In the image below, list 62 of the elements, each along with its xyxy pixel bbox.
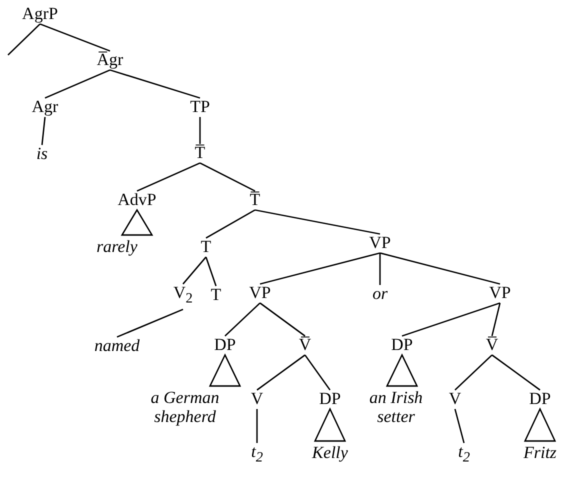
word-label: t$_{2}$ [251, 442, 263, 468]
branch-line [136, 162, 200, 192]
triangle-roof [208, 353, 242, 387]
branch-line [260, 252, 380, 285]
category-label: V̅ [298, 335, 312, 354]
word-label: Fritz [523, 443, 557, 462]
word-label: rarely [96, 237, 138, 256]
branch-line [199, 117, 201, 144]
word-label: t$_{2}$ [458, 442, 470, 468]
category-label: TP [190, 97, 210, 116]
branch-line [224, 302, 260, 336]
category-label: T [200, 237, 212, 256]
branch-line [256, 354, 306, 391]
branch-line [200, 162, 256, 192]
triangle-roof [120, 208, 154, 236]
word-label: named [94, 336, 140, 355]
category-label: VP [249, 283, 271, 302]
branch-line [454, 408, 465, 444]
branch-line [205, 256, 217, 286]
branch-line [491, 302, 501, 336]
category-label: T [210, 285, 222, 304]
branch-line [304, 354, 331, 390]
category-label: DP [391, 335, 413, 354]
category-label: VP [369, 233, 391, 252]
branch-line [256, 409, 258, 443]
branch-line [254, 209, 380, 235]
category-label: VP [489, 283, 511, 302]
branch-line [454, 354, 492, 390]
branch-line [41, 116, 46, 146]
category-label: T̅ [194, 143, 206, 162]
category-label: AgrP [22, 4, 58, 23]
triangle-roof [386, 353, 418, 387]
category-label: V [448, 389, 462, 408]
branch-line [402, 302, 500, 337]
word-label: a German shepherd [130, 388, 240, 426]
branch-line [380, 252, 500, 285]
branch-line [379, 253, 381, 285]
category-label: T̅ [250, 190, 260, 209]
category-label: Agr [32, 97, 58, 116]
branch-line [116, 308, 184, 338]
branch-line [182, 256, 207, 284]
category-label: V$_{2}$ [173, 283, 193, 308]
branch-line [260, 302, 306, 337]
category-label: AdvP [118, 190, 156, 209]
branch-line [492, 354, 540, 391]
branch-line [110, 69, 200, 99]
category-label: V̅ [486, 335, 498, 354]
word-label: an Irish setter [365, 388, 427, 426]
branch-line [44, 69, 110, 99]
branch-line [8, 24, 40, 56]
category-label: DP [529, 389, 551, 408]
word-label: is [36, 144, 48, 163]
category-label: V [250, 389, 264, 408]
category-label: A̅gr [96, 50, 124, 69]
category-label: DP [319, 389, 341, 408]
branch-line [40, 23, 110, 52]
triangle-roof [524, 407, 556, 442]
category-label: DP [214, 335, 236, 354]
word-label: or [372, 284, 388, 303]
branch-line [206, 209, 256, 239]
word-label: Kelly [312, 443, 348, 462]
triangle-roof [314, 407, 346, 442]
